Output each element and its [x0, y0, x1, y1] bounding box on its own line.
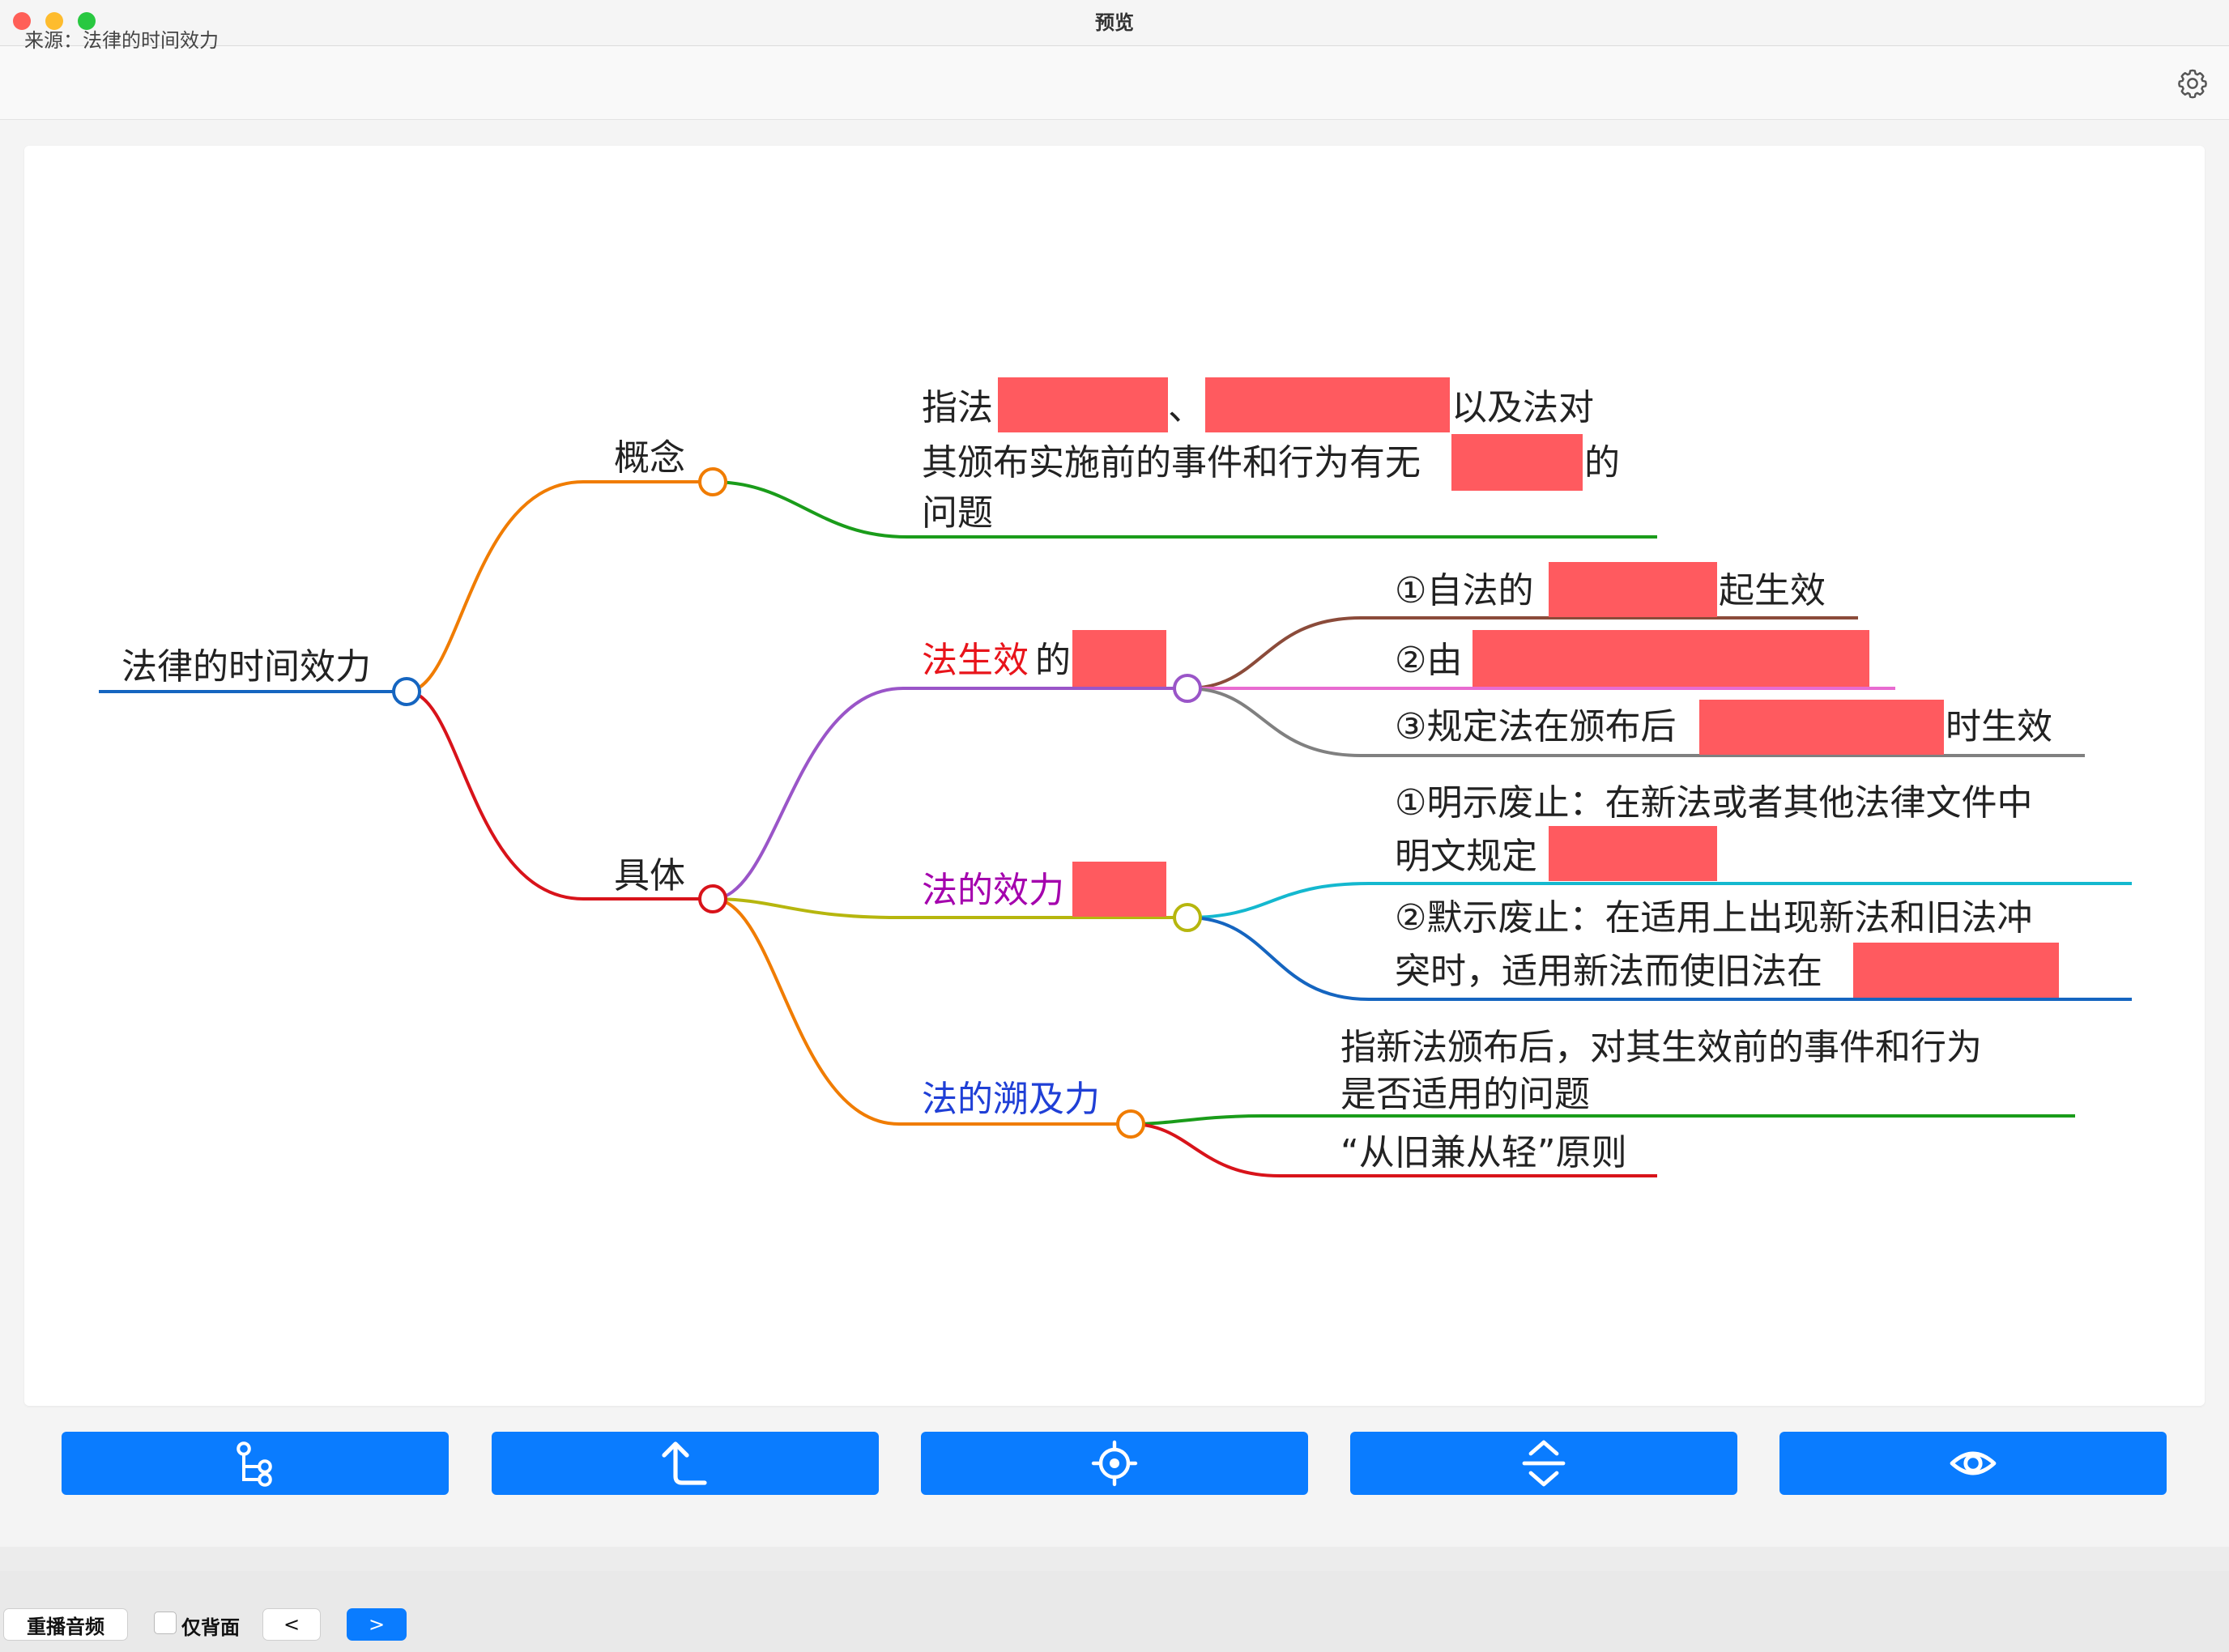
back-only-checkbox[interactable] — [154, 1612, 177, 1634]
collapse-toggle-specific[interactable] — [698, 884, 727, 913]
definition-line-1b: 、 — [1168, 387, 1204, 428]
branch-retroactivity — [712, 897, 1131, 1126]
retroactivity-item-1-line-2: 是否适用的问题 — [1340, 1074, 1590, 1115]
cloze-mask[interactable] — [1072, 630, 1166, 687]
window-title: 预览 — [1095, 11, 1134, 34]
cloze-mask[interactable] — [1451, 434, 1583, 491]
eye-icon — [1950, 1451, 1997, 1475]
branch-definition — [712, 480, 1657, 539]
definition-line-1c: 以及法对 — [1451, 387, 1594, 428]
cloze-mask[interactable] — [998, 377, 1168, 432]
cloze-mask[interactable] — [1699, 700, 1944, 755]
zoom-window-button[interactable] — [78, 12, 96, 30]
definition-line-1a: 指法 — [922, 387, 993, 428]
root-node[interactable]: 法律的时间效力 — [121, 646, 371, 688]
gear-icon[interactable] — [2176, 66, 2210, 100]
bottom-bar — [0, 1571, 2229, 1652]
collapse-toggle-concept[interactable] — [698, 467, 727, 496]
mindmap-card — [24, 146, 2205, 1406]
collapse-toggle-termination[interactable] — [1173, 903, 1202, 932]
minimize-window-button[interactable] — [45, 12, 63, 30]
next-card-button[interactable]: > — [347, 1608, 407, 1641]
effective-item-2a: ②由 — [1395, 640, 1462, 681]
effective-item-1b: 起生效 — [1719, 570, 1826, 611]
previous-card-button[interactable]: < — [262, 1608, 321, 1641]
termination-item-2-line-1: ②默示废止：在适用上出现新法和旧法冲 — [1395, 897, 2032, 939]
concept-node[interactable]: 概念 — [614, 437, 685, 479]
branch-concept — [406, 480, 713, 693]
cloze-mask[interactable] — [1549, 562, 1717, 617]
arrow-up-return-icon — [662, 1441, 707, 1485]
effective-node[interactable]: 法生效 — [922, 640, 1029, 681]
parent-node-button[interactable] — [492, 1432, 879, 1495]
back-only-label: 仅背面 — [181, 1616, 240, 1639]
mindmap: 法律的时间效力 概念 具体 指法 、 以及法对 其颁布实施前的事件和行为有无 的… — [99, 377, 2132, 1177]
cloze-mask[interactable] — [1205, 377, 1450, 432]
source-bar — [0, 46, 2229, 120]
cloze-mask[interactable] — [1549, 826, 1717, 881]
expand-collapse-icon — [1522, 1440, 1566, 1487]
cloze-mask[interactable] — [1853, 943, 2059, 998]
effective-item-1a: ①自法的 — [1395, 570, 1533, 611]
branch-termination-2 — [1187, 916, 2132, 1001]
branch-termination — [712, 897, 1187, 919]
close-window-button[interactable] — [13, 12, 31, 30]
collapse-toggle-retroactivity[interactable] — [1116, 1109, 1145, 1139]
branch-retroactivity-2 — [1130, 1122, 1657, 1177]
retroactivity-item-2: “从旧兼从轻”原则 — [1340, 1132, 1627, 1173]
window-titlebar — [0, 0, 2229, 46]
branch-effective — [712, 687, 1187, 901]
termination-item-1-line-2: 明文规定 — [1395, 836, 1537, 877]
expand-collapse-button[interactable] — [1350, 1432, 1737, 1495]
branch-effective-3 — [1187, 687, 2085, 757]
termination-item-1-line-1: ①明示废止：在新法或者其他法律文件中 — [1395, 782, 2032, 824]
reveal-button[interactable] — [1779, 1432, 2167, 1495]
cloze-mask[interactable] — [1072, 862, 1166, 917]
collapse-toggle-effective[interactable] — [1173, 674, 1202, 703]
definition-line-2b: 的 — [1584, 442, 1620, 483]
branch-retroactivity-1 — [1130, 1114, 2075, 1126]
branch-effective-1 — [1187, 616, 1858, 690]
specific-node[interactable]: 具体 — [614, 855, 685, 896]
replay-audio-button[interactable]: 重播音频 — [3, 1608, 128, 1641]
locate-target-icon — [1091, 1440, 1138, 1487]
effective-node-suffix: 的 — [1035, 640, 1071, 681]
definition-line-2a: 其颁布实施前的事件和行为有无 — [922, 442, 1421, 483]
definition-line-3: 问题 — [922, 492, 993, 534]
source-label: 来源：法律的时间效力 — [24, 29, 219, 52]
tree-view-button[interactable] — [62, 1432, 449, 1495]
termination-node[interactable]: 法的效力 — [922, 870, 1064, 911]
branch-specific — [406, 690, 713, 901]
collapse-toggle-root[interactable] — [392, 677, 421, 706]
locate-button[interactable] — [921, 1432, 1308, 1495]
effective-item-3b: 时生效 — [1946, 706, 2052, 747]
retroactivity-item-1-line-1: 指新法颁布后，对其生效前的事件和行为 — [1340, 1027, 1982, 1068]
effective-item-3a: ③规定法在颁布后 — [1395, 706, 1676, 747]
tree-structure-icon — [237, 1441, 272, 1487]
termination-item-2-line-2: 突时，适用新法而使旧法在 — [1395, 951, 1822, 992]
branch-termination-1 — [1187, 882, 2132, 919]
retroactivity-node[interactable]: 法的溯及力 — [922, 1079, 1100, 1120]
cloze-mask[interactable] — [1473, 630, 1869, 687]
